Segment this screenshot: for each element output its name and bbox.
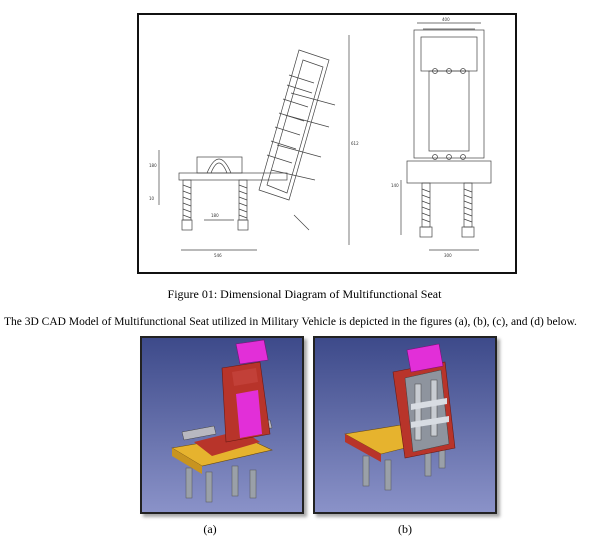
side-spring-left [181,179,193,231]
diagram-drawing: 546 612 10 180 180 140 400 300 [149,17,492,258]
cad-render-b [313,336,497,514]
dim-label-5: 140 [391,183,399,188]
dim-label-4: 180 [211,213,219,218]
figure-caption: Figure 01: Dimensional Diagram of Multif… [167,287,442,301]
seat-base-outline [178,172,288,181]
dimensional-diagram: 546 612 10 180 180 140 400 300 [137,13,517,274]
dim-label-3: 180 [149,163,157,168]
seat-cushion-outline [196,156,243,174]
dim-label-6: 400 [442,17,450,22]
backrest-outline [258,49,336,201]
dim-label-2: 10 [149,196,155,201]
dim-label-7: 300 [444,253,452,258]
side-spring-right [237,179,249,231]
seat-render-front [142,338,302,512]
panel-label-a: (a) [203,522,217,536]
dim-label-0: 546 [214,253,222,258]
body-paragraph: The 3D CAD Model of Multifunctional Seat… [4,316,577,328]
cushion-arch [206,158,232,174]
front-view-outline [406,29,492,238]
cad-render-a [140,336,304,514]
panel-label-b: (b) [398,522,412,536]
seat-render-rear [315,338,495,512]
dim-label-1: 612 [351,141,359,146]
